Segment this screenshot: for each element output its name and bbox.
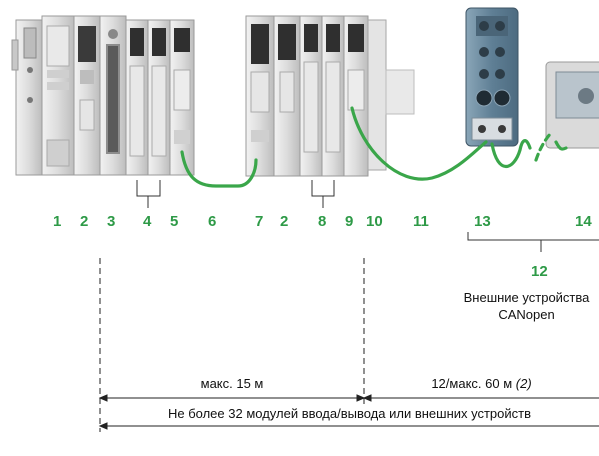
callout-14: 14 bbox=[575, 213, 592, 230]
callout-8: 8 bbox=[318, 213, 327, 230]
bracket-modules-8 bbox=[311, 180, 335, 197]
bus-extension-cable bbox=[180, 150, 258, 188]
callout-1: 1 bbox=[53, 213, 62, 230]
dimension-label-15m: макс. 15 м bbox=[200, 376, 264, 391]
callout-10: 10 bbox=[366, 213, 383, 230]
external-devices-line1: Внешние устройства bbox=[463, 290, 590, 305]
arrow-right-15m bbox=[356, 394, 366, 402]
callout-11: 11 bbox=[413, 213, 429, 230]
right-rack bbox=[245, 15, 415, 177]
dimension-label-60m: 12/макс. 60 м (2) bbox=[364, 376, 599, 391]
left-rack bbox=[11, 15, 195, 176]
cables bbox=[180, 106, 568, 188]
callout-2b: 2 bbox=[280, 213, 289, 230]
arrow-left-60m bbox=[362, 394, 372, 402]
callout-13: 13 bbox=[474, 213, 491, 230]
callout-12: 12 bbox=[531, 263, 548, 280]
drive-cable-stub bbox=[554, 140, 568, 151]
callout-4: 4 bbox=[143, 213, 152, 230]
external-devices-label: Внешние устройства CANopen bbox=[454, 290, 599, 322]
bracket-external-devices bbox=[467, 232, 599, 241]
callout-3: 3 bbox=[107, 213, 116, 230]
drive-device bbox=[545, 61, 599, 149]
drop-cable-dashed bbox=[534, 130, 554, 162]
dimension-label-total: Не более 32 модулей ввода/вывода или вне… bbox=[167, 406, 532, 421]
callout-9: 9 bbox=[345, 213, 354, 230]
drop-cable bbox=[490, 139, 532, 168]
canopen-trunk-cable bbox=[350, 106, 488, 181]
dimension-label-60m-main: 12/макс. 60 м bbox=[431, 376, 513, 391]
bracket-modules-4 bbox=[136, 180, 161, 197]
arrow-left-total bbox=[98, 422, 108, 430]
dimension-label-60m-note: (2) bbox=[515, 376, 532, 391]
callout-2: 2 bbox=[80, 213, 89, 230]
canopen-distributor bbox=[465, 7, 519, 147]
external-devices-line2: CANopen bbox=[498, 307, 555, 322]
callout-5: 5 bbox=[170, 213, 179, 230]
arrow-left-15m bbox=[98, 394, 108, 402]
callout-6: 6 bbox=[208, 213, 217, 230]
callout-7: 7 bbox=[255, 213, 264, 230]
